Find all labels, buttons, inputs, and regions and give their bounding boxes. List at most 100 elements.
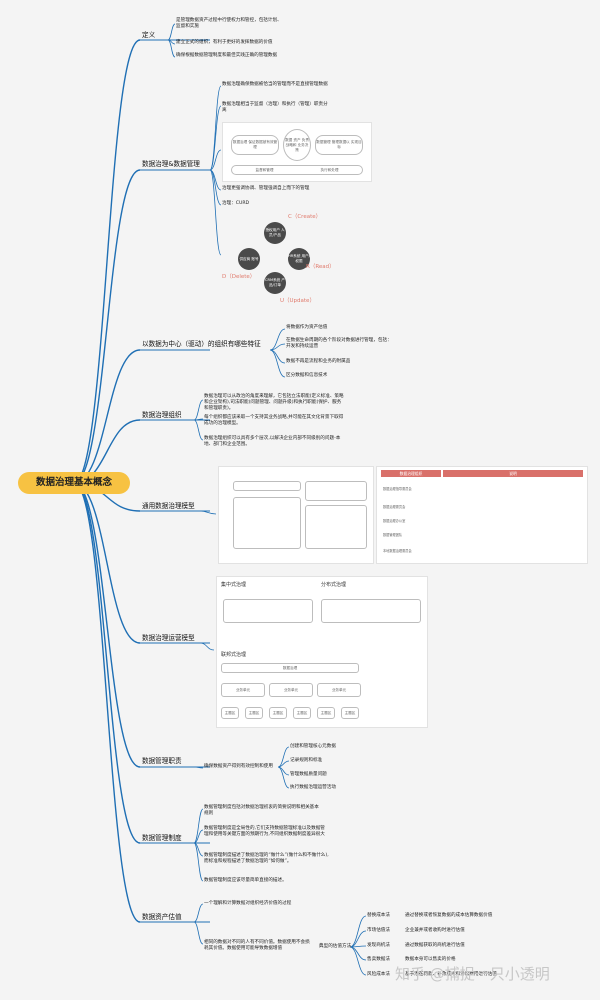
table-cell: 数据治理办公室 <box>383 519 406 523</box>
leaf: 通过替换或者恢复数据的成本估算数据价值 <box>405 913 493 918</box>
leaf: 数据管理制度应该尽量简单直接的描述。 <box>204 878 287 883</box>
branch-general-model[interactable]: 通用数据治理模型 <box>142 502 195 510</box>
connector <box>209 105 222 171</box>
model-box: 业务单元 <box>221 683 265 697</box>
connector <box>209 169 222 256</box>
leaf: 执行数据治理运营活动 <box>290 785 336 790</box>
table-cell: 本地数据治理委员会 <box>383 549 412 553</box>
leaf: 风险成本法 <box>367 972 390 977</box>
branch-policy[interactable]: 数据管理制度 <box>142 834 182 842</box>
model-box <box>305 505 367 549</box>
model-box <box>321 599 421 623</box>
connector <box>269 349 286 364</box>
leaf: 确保根据数据管理制度和最佳实践正确的管理数据 <box>176 53 278 58</box>
branch-stewardship[interactable]: 数据管理职责 <box>142 757 182 765</box>
crud-read: R（Read） <box>306 264 335 270</box>
leaf: 区分数据和信息技术 <box>286 373 328 378</box>
leaf: 记录规则和标准 <box>290 758 323 763</box>
model-box <box>233 497 301 549</box>
leaf: 替换成本法 <box>367 913 390 918</box>
model-box: 主题区 <box>341 707 359 719</box>
figure-org-table: 数据治理组织 说明 数据治理指导委员会 数据治理委员会 数据治理办公室 数据管理… <box>376 466 588 564</box>
leaf: 将数据作为资产估值 <box>286 325 328 330</box>
leaf: 数据治理确保数据被恰当的管理而不是直接管理数据 <box>222 82 328 87</box>
branch-operating-model[interactable]: 数据治理运营模型 <box>142 634 195 642</box>
connector <box>193 419 204 441</box>
model-box: 业务单元 <box>269 683 313 697</box>
leaf: 数据本身可以售卖的价格 <box>405 957 456 962</box>
leaf: 数据治理相当于监督（治理）和执行（管理）职责分离 <box>222 102 328 114</box>
connector <box>193 808 204 844</box>
branch-governance-org[interactable]: 数据治理组织 <box>142 411 182 419</box>
connector <box>269 343 286 351</box>
connector <box>73 169 141 484</box>
model-box <box>223 599 313 623</box>
branch-data-centric-org[interactable]: 以数据为中心（驱动）的组织有哪些特征 <box>142 340 261 348</box>
leaf: 市场估值法 <box>367 928 390 933</box>
connector <box>167 23 176 41</box>
model-box: 主题区 <box>221 707 239 719</box>
leaf: 数据治理可以从政治的角度来理解，它包括立法职能(定义标准、策略和企业架构),司法… <box>204 394 344 412</box>
connector <box>167 39 176 58</box>
connector <box>277 746 290 768</box>
model-box: 主题区 <box>269 707 287 719</box>
branch-governance-vs-management[interactable]: 数据治理&数据管理 <box>142 160 200 168</box>
branch-asset-valuation[interactable]: 数据资产估值 <box>142 913 182 921</box>
leaf: 建立正式的组织，有利于更好的发挥数据的价值 <box>176 40 273 45</box>
model-box: 主题区 <box>317 707 335 719</box>
connector <box>209 85 222 171</box>
leaf: 管理数据质量问题 <box>290 772 327 777</box>
leaf: 售卖数据法 <box>367 957 390 962</box>
connector <box>349 915 367 948</box>
model-box: 主题区 <box>293 707 311 719</box>
figure-governance-diagram: 数据治理 保证数据被有效管理 数据 资产 负责战略和 业务决策 数据管理 管理数… <box>222 122 372 182</box>
leaf: 是管理数据资产过程中行使权力和管控，包括计划、监督和实施 <box>176 18 282 30</box>
connector <box>199 510 217 515</box>
connector <box>269 328 286 351</box>
branch-definition[interactable]: 定义 <box>142 31 156 39</box>
figure-general-model <box>218 466 374 564</box>
leaf: 治理更强调协调、管理强调自上而下的管理 <box>222 186 310 191</box>
leaf: 在数据生命周期的各个阶段对数据进行管理，包括：开发和持续运营 <box>286 338 392 350</box>
table-header-1: 数据治理组织 <box>381 470 441 477</box>
leaf: 数据不再是流程和业务的附属品 <box>286 359 351 364</box>
model-title: 集中式治理 <box>221 582 247 588</box>
leaf: 一个理解和计算数据对组织经济价值的过程 <box>204 901 292 906</box>
model-box <box>233 481 301 491</box>
figure-bar-left: 监督和管理 <box>255 167 274 172</box>
figure-node: 数据 资产 负责战略和 业务决策 <box>283 129 311 161</box>
connector <box>349 946 367 976</box>
leaf: 通过数据获取的商机进行估值 <box>405 943 465 948</box>
figure-operating-models: 集中式治理 分布式治理 联邦式治理 数据治理 业务单元 业务单元 业务单元 主题… <box>216 576 428 728</box>
table-cell: 数据管理团队 <box>383 533 403 537</box>
crud-create: C（Create） <box>288 214 322 220</box>
leaf: 每个组织都应该采取一个支持其业务战略,并可能在其文化背景下取得成功的治理模型。 <box>204 415 344 427</box>
leaf: 发现商机法 <box>367 943 390 948</box>
model-box: 主题区 <box>245 707 263 719</box>
crud-node: 授权用户 人员/产品 <box>264 222 286 244</box>
leaf: 相同的数据对不同的人有不同价值。数据使用不会损耗其价值。数据使用可能导致数据增值 <box>204 940 310 952</box>
leaf: 数据治理组织可以具有多个层次,以解决企业内部不同级别的问题-本地、部门和企业范围… <box>204 436 341 448</box>
model-box: 业务单元 <box>317 683 361 697</box>
table-cell: 数据治理委员会 <box>383 505 406 509</box>
leaf: 数据管理制度包括对数据治理初衷的简要说明和相关基本规则 <box>204 805 319 817</box>
connector <box>193 921 204 945</box>
leaf: 企业兼并或者收购时进行估值 <box>405 928 465 933</box>
figure-bar: 监督和管理 执行和处理 <box>231 165 363 175</box>
connector <box>193 418 204 421</box>
leaf: 数据管理制度是全局性的,它们支持数据管理标准以及数据管理和使用等关键方面的预期行… <box>204 826 325 838</box>
connector <box>209 149 222 171</box>
connector <box>349 930 367 948</box>
root-node[interactable]: 数据治理基本概念 <box>18 472 130 494</box>
leaf: 治理：CURD <box>222 201 250 206</box>
figure-node: 数据治理 保证数据被有效管理 <box>231 135 279 155</box>
leaf: 确保数据资产得到有效控制和使用 <box>204 764 273 769</box>
crud-node: HR系统 用户/权限 <box>288 248 310 270</box>
figure-node: 数据管理 管理数据以 实现目标 <box>315 135 363 155</box>
watermark: 知乎 @捕捉一只小透明 <box>395 965 550 983</box>
connector <box>277 766 290 789</box>
crud-delete: D（Delete） <box>222 274 256 280</box>
connector <box>73 349 141 484</box>
model-title: 分布式治理 <box>321 582 347 588</box>
connector <box>269 349 286 378</box>
